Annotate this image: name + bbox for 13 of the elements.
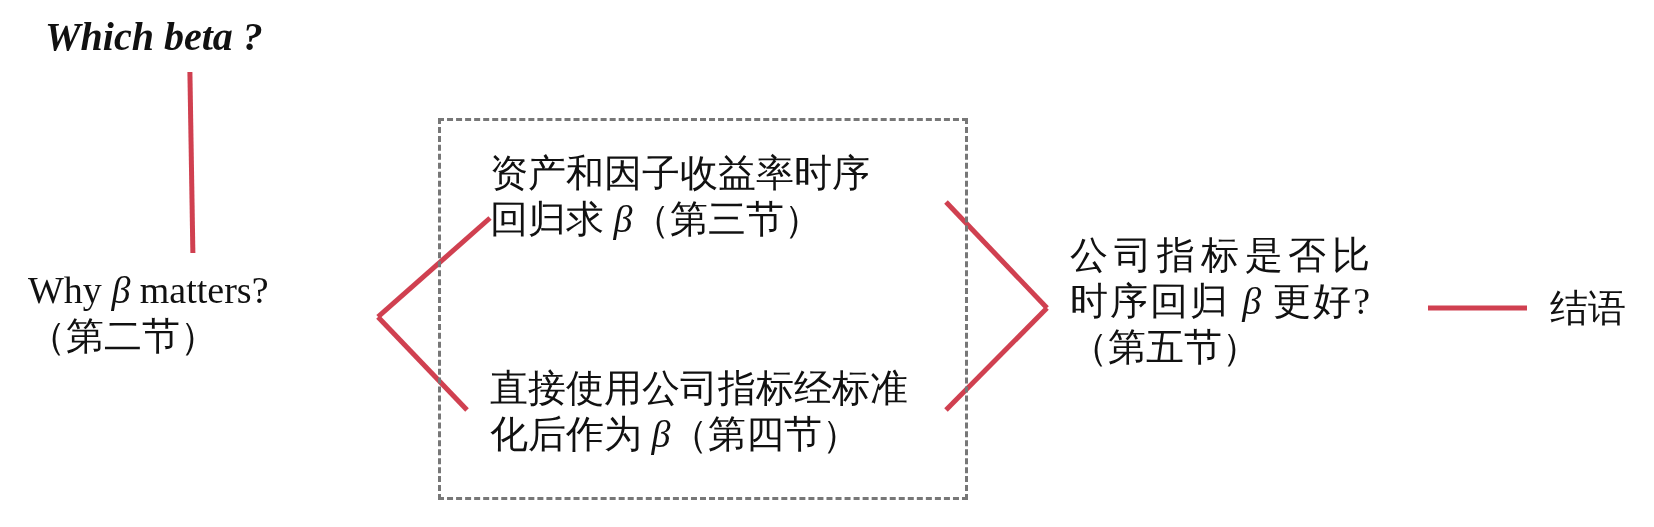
connector-line xyxy=(376,315,469,412)
dashed-group-box xyxy=(438,118,968,500)
connector-line xyxy=(944,306,1049,412)
section-text: 直接使用公司指标经标准化后作为 β（第四节） xyxy=(467,365,946,465)
conclusion-text: 结语 xyxy=(1527,285,1637,335)
section-text: 资产和因子收益率时序回归求 β（第三节） xyxy=(490,150,946,250)
connector-line xyxy=(944,200,1049,310)
connector-line xyxy=(376,216,492,319)
topic-text: Why β matters? （第二节） xyxy=(22,253,378,373)
connector-line xyxy=(1428,305,1527,311)
question-text: 公司指标是否比时序回归 β 更好?（第五节） xyxy=(1047,232,1428,382)
title-text: Which beta ? xyxy=(45,10,345,72)
connector-line xyxy=(187,71,196,254)
